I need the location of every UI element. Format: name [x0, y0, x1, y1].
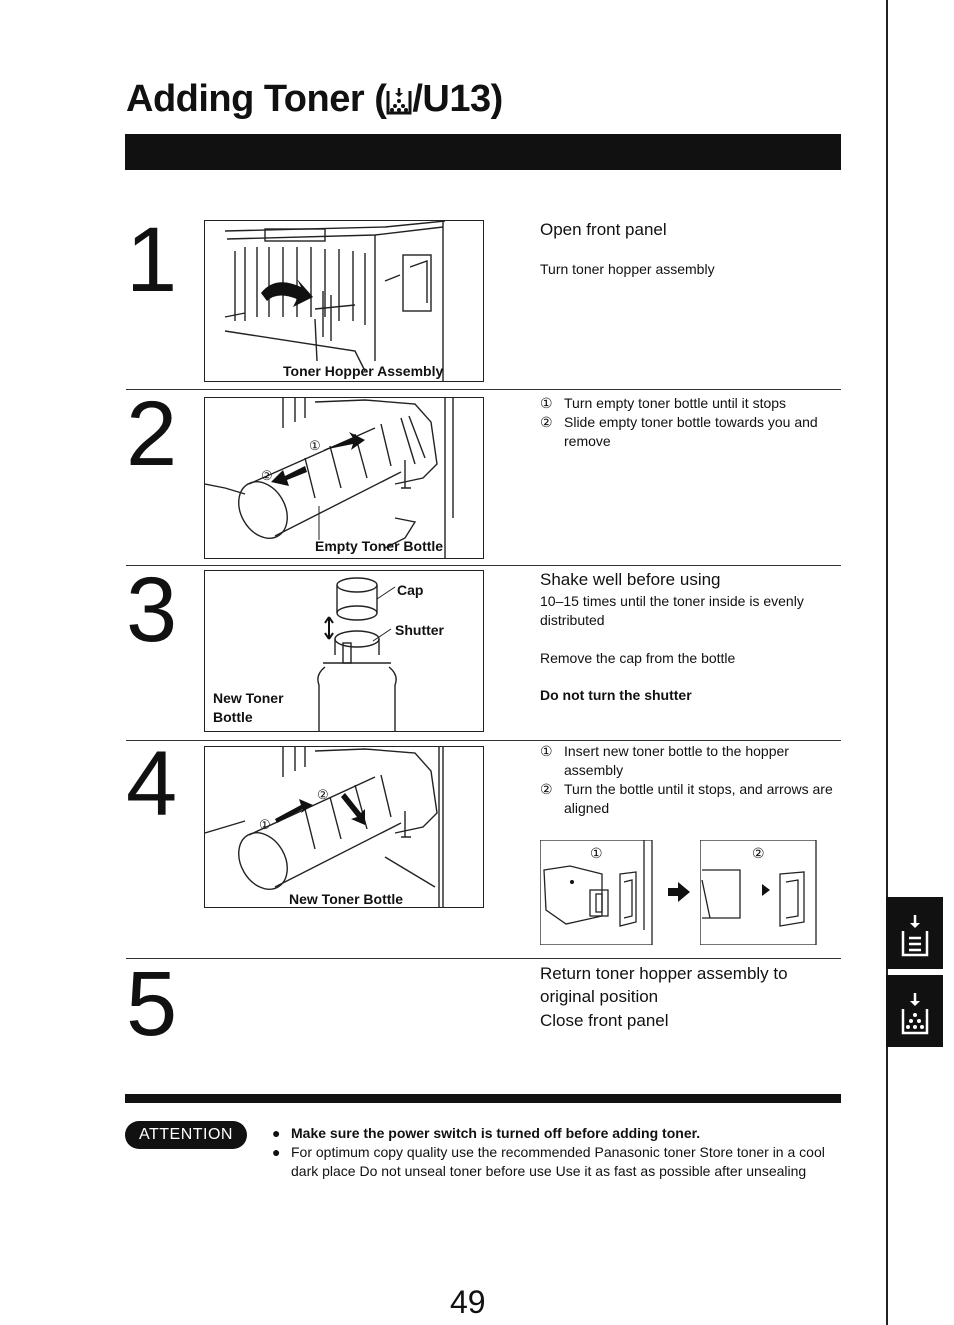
step-5-line-1: Return toner hopper assembly to original… — [540, 964, 788, 1006]
step-4-figure-label: New Toner Bottle — [289, 891, 403, 907]
step-4-figure: ① ② New Toner Bottle — [204, 746, 484, 908]
step-1-heading: Open front panel — [540, 220, 667, 239]
step-3-heading: Shake well before using — [540, 570, 721, 589]
step-divider-1 — [126, 389, 841, 390]
toner-icon — [386, 82, 412, 115]
step-2-item-text: Turn empty toner bottle until it stops — [564, 395, 787, 411]
step-3-warning: Do not turn the shutter — [540, 687, 692, 703]
step-3-bottle-label: New Toner Bottle — [213, 690, 284, 725]
step-2-item: ① Turn empty toner bottle until it stops — [540, 394, 840, 413]
step-2-item-marker: ① — [540, 395, 553, 411]
step-3-number: 3 — [126, 559, 178, 661]
step-4-item-text: Insert new toner bottle to the hopper as… — [564, 743, 789, 778]
step-2-item-text: Slide empty toner bottle towards you and… — [564, 414, 818, 449]
step-4-instructions: ① Insert new toner bottle to the hopper a… — [540, 742, 840, 818]
step-2-item-marker: ② — [540, 414, 553, 430]
attention-list: ● Make sure the power switch is turned of… — [272, 1124, 842, 1181]
step-divider-4 — [126, 958, 841, 959]
page-number: 49 — [450, 1284, 486, 1320]
step-3-cap-label: Cap — [397, 582, 423, 598]
step-4-detail-figure-1: ① — [539, 839, 656, 946]
section-end-bar — [125, 1094, 841, 1103]
step-4-item-marker: ② — [540, 781, 553, 797]
step-4-item-text: Turn the bottle until it stops, and arro… — [564, 781, 833, 816]
step-3-figure: Cap Shutter New Toner Bottle — [204, 570, 484, 732]
step-4-item: ① Insert new toner bottle to the hopper a… — [540, 742, 840, 780]
step-2-figure-marker-2: ② — [261, 468, 273, 483]
page-title-suffix: /U13) — [412, 78, 503, 120]
attention-item-text: For optimum copy quality use the recomme… — [291, 1144, 825, 1179]
page-title-prefix: Adding Toner ( — [126, 78, 387, 120]
step-4-number: 4 — [126, 733, 178, 835]
step-4-figure-marker-2: ② — [317, 787, 329, 802]
bullet-icon: ● — [272, 1144, 281, 1160]
step-2-item: ② Slide empty toner bottle towards you an… — [540, 413, 840, 451]
step-3-text: 10–15 times until the toner inside is ev… — [540, 593, 804, 628]
bullet-icon: ● — [272, 1125, 281, 1141]
step-3-text-2: Remove the cap from the bottle — [540, 650, 736, 666]
step-1-number: 1 — [126, 209, 178, 311]
page-edge-rule — [886, 0, 888, 1325]
step-2-figure: ① ② Empty Toner Bottle — [204, 397, 484, 559]
step-2-figure-marker-1: ① — [309, 438, 321, 453]
detail-marker-2: ② — [752, 845, 765, 861]
step-4-figure-marker-1: ① — [259, 817, 271, 832]
step-5-number: 5 — [126, 953, 178, 1055]
step-3-shutter-label: Shutter — [395, 622, 445, 638]
attention-item: ● Make sure the power switch is turned of… — [272, 1124, 842, 1143]
step-divider-2 — [126, 565, 841, 566]
attention-badge: ATTENTION — [125, 1121, 247, 1149]
step-2-number: 2 — [126, 383, 178, 485]
attention-item: ● For optimum copy quality use the recomm… — [272, 1143, 842, 1181]
page-title: Adding Toner ( /U13) — [126, 78, 503, 121]
step-1-figure: Toner Hopper Assembly — [204, 220, 484, 382]
step-5-line-2: Close front panel — [540, 1011, 669, 1030]
step-1-text: Turn toner hopper assembly — [540, 261, 715, 277]
step-4-detail-figure-2: ② — [699, 839, 818, 946]
step-4-item-marker: ① — [540, 743, 553, 759]
title-bar — [125, 134, 841, 170]
attention-item-text: Make sure the power switch is turned off… — [291, 1125, 701, 1141]
arrow-right-icon — [668, 882, 690, 907]
step-1-figure-label: Toner Hopper Assembly — [283, 363, 443, 379]
step-divider-3 — [126, 740, 841, 741]
step-4-item: ② Turn the bottle until it stops, and arr… — [540, 780, 840, 818]
toner-tab-icon — [886, 975, 943, 1047]
menu-tab-icon — [886, 897, 943, 969]
detail-marker-1: ① — [590, 845, 603, 861]
step-2-figure-label: Empty Toner Bottle — [315, 538, 443, 554]
